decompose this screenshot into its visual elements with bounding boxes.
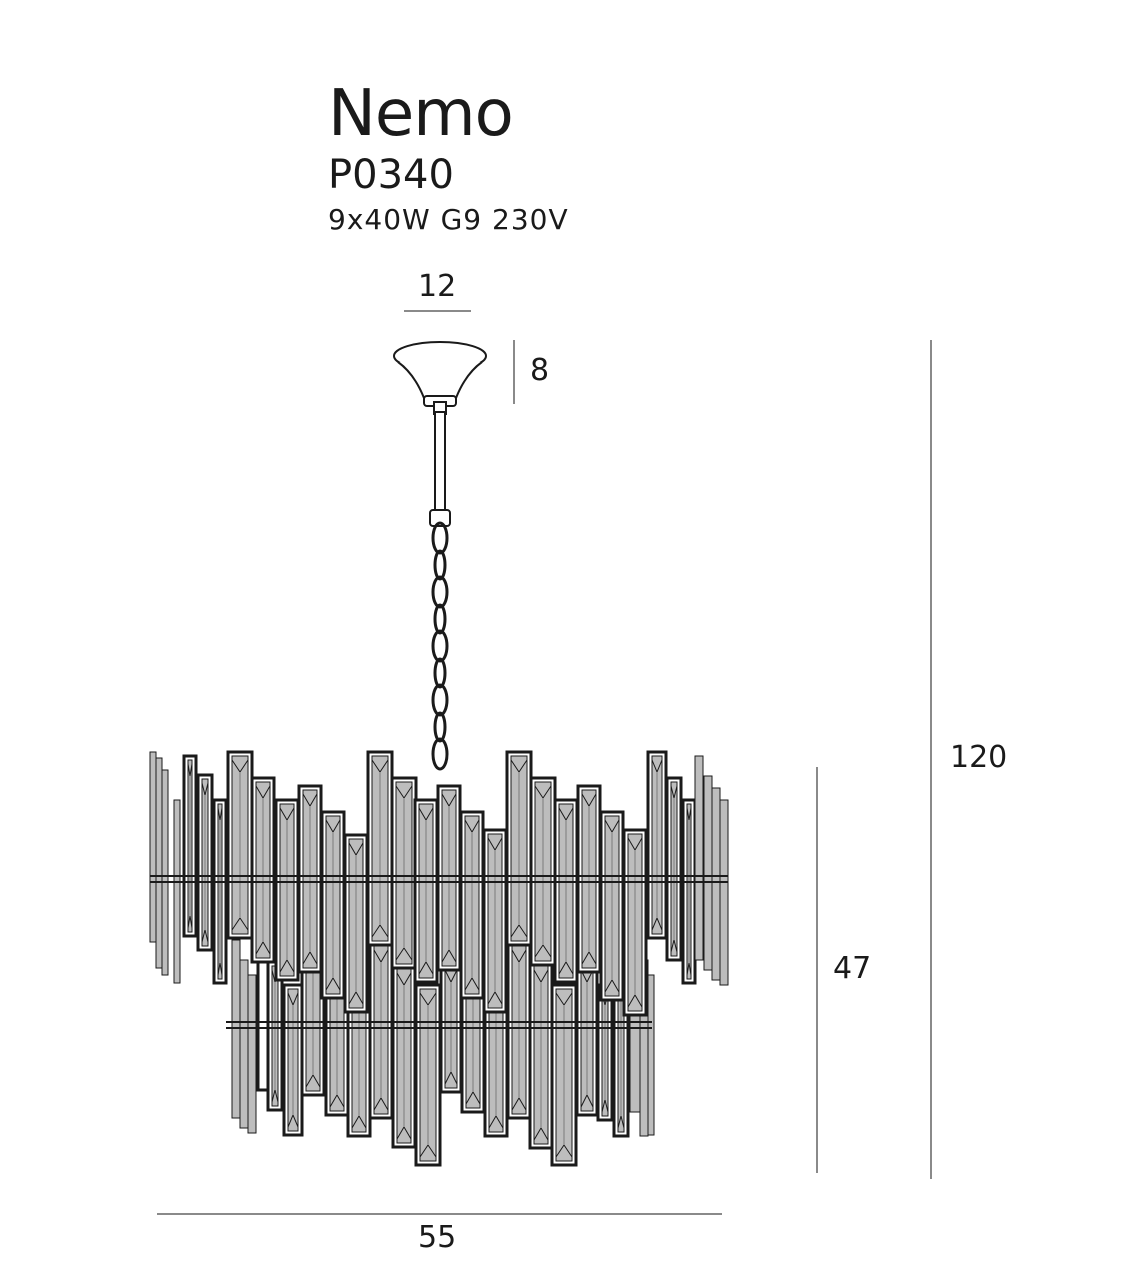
crystal-column — [413, 798, 439, 984]
crystal-column — [529, 776, 557, 967]
crystal-column — [647, 974, 655, 1136]
canopy-width-label: 12 — [418, 269, 457, 304]
crystal-column — [505, 750, 533, 947]
frame-rings — [150, 875, 728, 1029]
crystal-column — [182, 754, 198, 938]
canopy — [393, 341, 487, 415]
crystal-column — [459, 810, 485, 1000]
product-name: Nemo — [328, 77, 514, 151]
width-label: 55 — [418, 1220, 457, 1255]
crystal-column — [173, 799, 181, 984]
product-code: P0340 — [328, 152, 454, 198]
crystal-column — [665, 776, 683, 962]
crystal-column — [596, 983, 614, 1122]
canopy-height-label: 8 — [530, 353, 550, 388]
crystal-column — [366, 750, 394, 947]
crystal-column — [711, 787, 721, 981]
crystal-column — [506, 940, 532, 1120]
rod — [429, 411, 451, 527]
chain-link — [431, 629, 449, 663]
chain — [431, 521, 449, 771]
canopy-body — [397, 361, 483, 399]
crystal-column — [274, 798, 300, 982]
crystal-column — [297, 784, 323, 974]
crystal-column — [681, 798, 697, 985]
crystal-column — [553, 798, 579, 984]
chain-link — [433, 549, 447, 581]
crystal-column — [343, 833, 369, 1014]
crystal-column — [300, 938, 326, 1097]
crystal-column — [226, 750, 254, 940]
crystal-column — [694, 755, 704, 961]
crystal-column — [391, 963, 417, 1149]
crystal-column — [390, 776, 418, 970]
crystal-column — [149, 751, 157, 943]
crystal-column — [703, 775, 713, 971]
crystal-column — [247, 974, 257, 1134]
crystal-column — [155, 757, 163, 969]
crystal-column — [599, 810, 625, 1002]
crystal-column — [320, 810, 346, 1000]
chain-link — [431, 683, 449, 717]
crystal-column — [196, 773, 214, 952]
crystal-column — [414, 983, 442, 1167]
crystal-column — [161, 769, 169, 976]
chain-link — [431, 575, 449, 609]
crystal-column — [550, 983, 578, 1167]
crystal-column — [212, 798, 228, 985]
crystal-column — [282, 983, 304, 1137]
chain-link — [433, 711, 447, 743]
chain-link — [433, 657, 447, 689]
crystal-column — [266, 960, 284, 1112]
crystal-columns — [149, 750, 729, 1167]
crystal-column — [368, 940, 394, 1120]
crystal-column — [575, 960, 599, 1117]
total-height-label: 120 — [950, 740, 1008, 775]
crystal-column — [436, 784, 462, 972]
crystal-column — [646, 750, 668, 940]
body-height-label: 47 — [833, 951, 872, 986]
crystal-column — [528, 960, 554, 1150]
crystal-column — [719, 799, 729, 986]
chain-link — [431, 737, 449, 771]
chain-link — [431, 521, 449, 555]
product-spec: 9x40W G9 230V — [328, 203, 569, 236]
crystal-column — [576, 784, 602, 974]
crystal-column — [482, 828, 508, 1014]
chain-link — [433, 603, 447, 635]
crystal-column — [239, 959, 249, 1129]
dimension-lines — [157, 310, 932, 1215]
crystal-column — [622, 828, 648, 1017]
crystal-column — [250, 776, 276, 964]
